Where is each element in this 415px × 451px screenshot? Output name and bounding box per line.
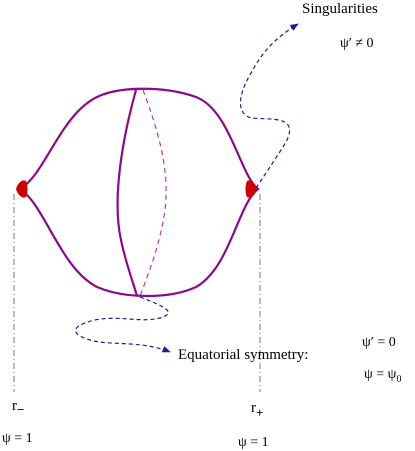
singularities-label: Singularities [302,1,378,17]
meridian-dashed [139,89,167,297]
equatorial-symmetry-label: Equatorial symmetry: [178,347,308,363]
r-minus-main: r [12,398,17,414]
psi-prime-zero-label: ψ′ = 0 [362,335,396,350]
psi-eq-psi0-label: ψ = ψ0 [364,367,401,385]
r-plus-subscript: + [256,405,263,420]
psi-eq-psi0-main: ψ = ψ [364,367,397,382]
r-minus-label: r− [12,398,24,417]
r-plus-label: r+ [251,400,263,420]
singularity-right [245,180,257,198]
r-plus-main: r [251,400,256,416]
r-minus-subscript: − [17,402,24,417]
singularities-arrow [239,23,299,189]
psi0-subscript: 0 [396,374,401,385]
psi-prime-neq-zero-label: ψ′ ≠ 0 [340,36,374,51]
psi-one-left-label: ψ = 1 [2,431,33,446]
singularity-left [16,180,28,198]
meridian-solid [116,89,139,297]
psi-one-right-label: ψ = 1 [238,435,269,450]
equatorial-arrow [75,296,171,353]
horizon-outline [17,87,260,298]
